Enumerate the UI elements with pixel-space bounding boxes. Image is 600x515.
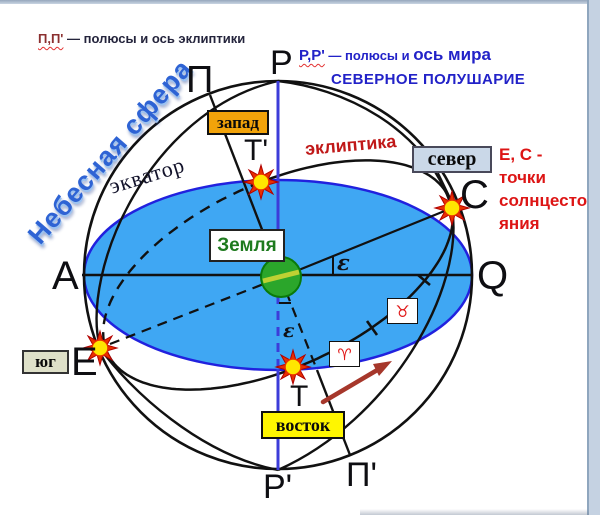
hemisphere-title: СЕВЕРНОЕ ПОЛУШАРИЕ xyxy=(331,71,526,88)
point-label-c: C xyxy=(460,173,489,217)
epsilon-symbol-1: ε xyxy=(337,250,350,275)
ecliptic-arc-bottom xyxy=(102,341,296,391)
sun-icon-winter xyxy=(81,329,119,367)
south-label-box: юг xyxy=(22,350,69,374)
ecliptic-arc-top xyxy=(260,159,454,209)
point-label-t: T xyxy=(290,380,309,413)
colure-arc-nw xyxy=(95,79,279,349)
point-label-p-prime: P' xyxy=(263,468,293,506)
taurus-symbol-box: ♉ xyxy=(387,298,418,324)
point-label-p: P xyxy=(270,44,293,82)
solstice-diameter-hidden xyxy=(109,276,280,346)
direction-arrow xyxy=(320,361,392,405)
solstice-note: E, C - точки солнцесто яния xyxy=(499,143,587,235)
aries-symbol-box: ♈ xyxy=(329,341,360,367)
colure-arc-se xyxy=(277,207,455,472)
point-label-t-prime: T' xyxy=(244,134,269,167)
sun-icon-vernal xyxy=(242,163,280,201)
window-top-edge xyxy=(0,0,600,4)
colure-arc-sw xyxy=(99,347,279,472)
point-label-e: E xyxy=(71,340,98,384)
window-right-edge xyxy=(587,0,600,515)
sun-icon-autumnal xyxy=(274,348,312,386)
solstice-note-line4: яния xyxy=(499,214,540,233)
east-label-box: восток xyxy=(261,411,345,439)
point-label-pi-prime: П' xyxy=(346,456,377,494)
legend-ecliptic-poles-term: П,П' xyxy=(38,31,64,46)
legend-world-poles-text: — полюсы и xyxy=(324,48,414,63)
earth-band xyxy=(262,269,300,284)
point-label-q: Q xyxy=(477,254,509,298)
legend-ecliptic-poles-text: — полюсы и ось эклиптики xyxy=(63,31,246,46)
west-label-box: запад xyxy=(207,110,269,135)
solstice-note-line3: солнцесто xyxy=(499,191,588,210)
epsilon-symbol-2: ε xyxy=(283,320,295,342)
legend-world-axis-text: ось мира xyxy=(413,45,491,64)
ecliptic-arc-hidden xyxy=(101,180,262,343)
solstice-note-line1: E, C - xyxy=(499,145,543,164)
legend-world-poles-term: P,P' xyxy=(299,47,325,64)
solstice-note-line2: точки xyxy=(499,168,546,187)
solstice-diameter-visible xyxy=(278,206,453,280)
point-label-pi: П xyxy=(186,59,214,101)
legend-ecliptic-poles: П,П' — полюсы и ось эклиптики xyxy=(38,31,245,46)
ecliptic-tick-2 xyxy=(365,320,379,336)
legend-world-poles: P,P' — полюсы и ось мира xyxy=(299,45,491,65)
sun-icon-summer xyxy=(433,189,471,227)
window-bottom-shadow xyxy=(360,509,589,515)
earth-label-box: Земля xyxy=(209,229,285,262)
point-label-a: A xyxy=(52,254,79,298)
colure-arc-ne xyxy=(277,79,454,209)
north-label-box: север xyxy=(412,146,492,173)
north-box-connector xyxy=(437,172,453,203)
ecliptic-tick-1 xyxy=(417,274,431,286)
